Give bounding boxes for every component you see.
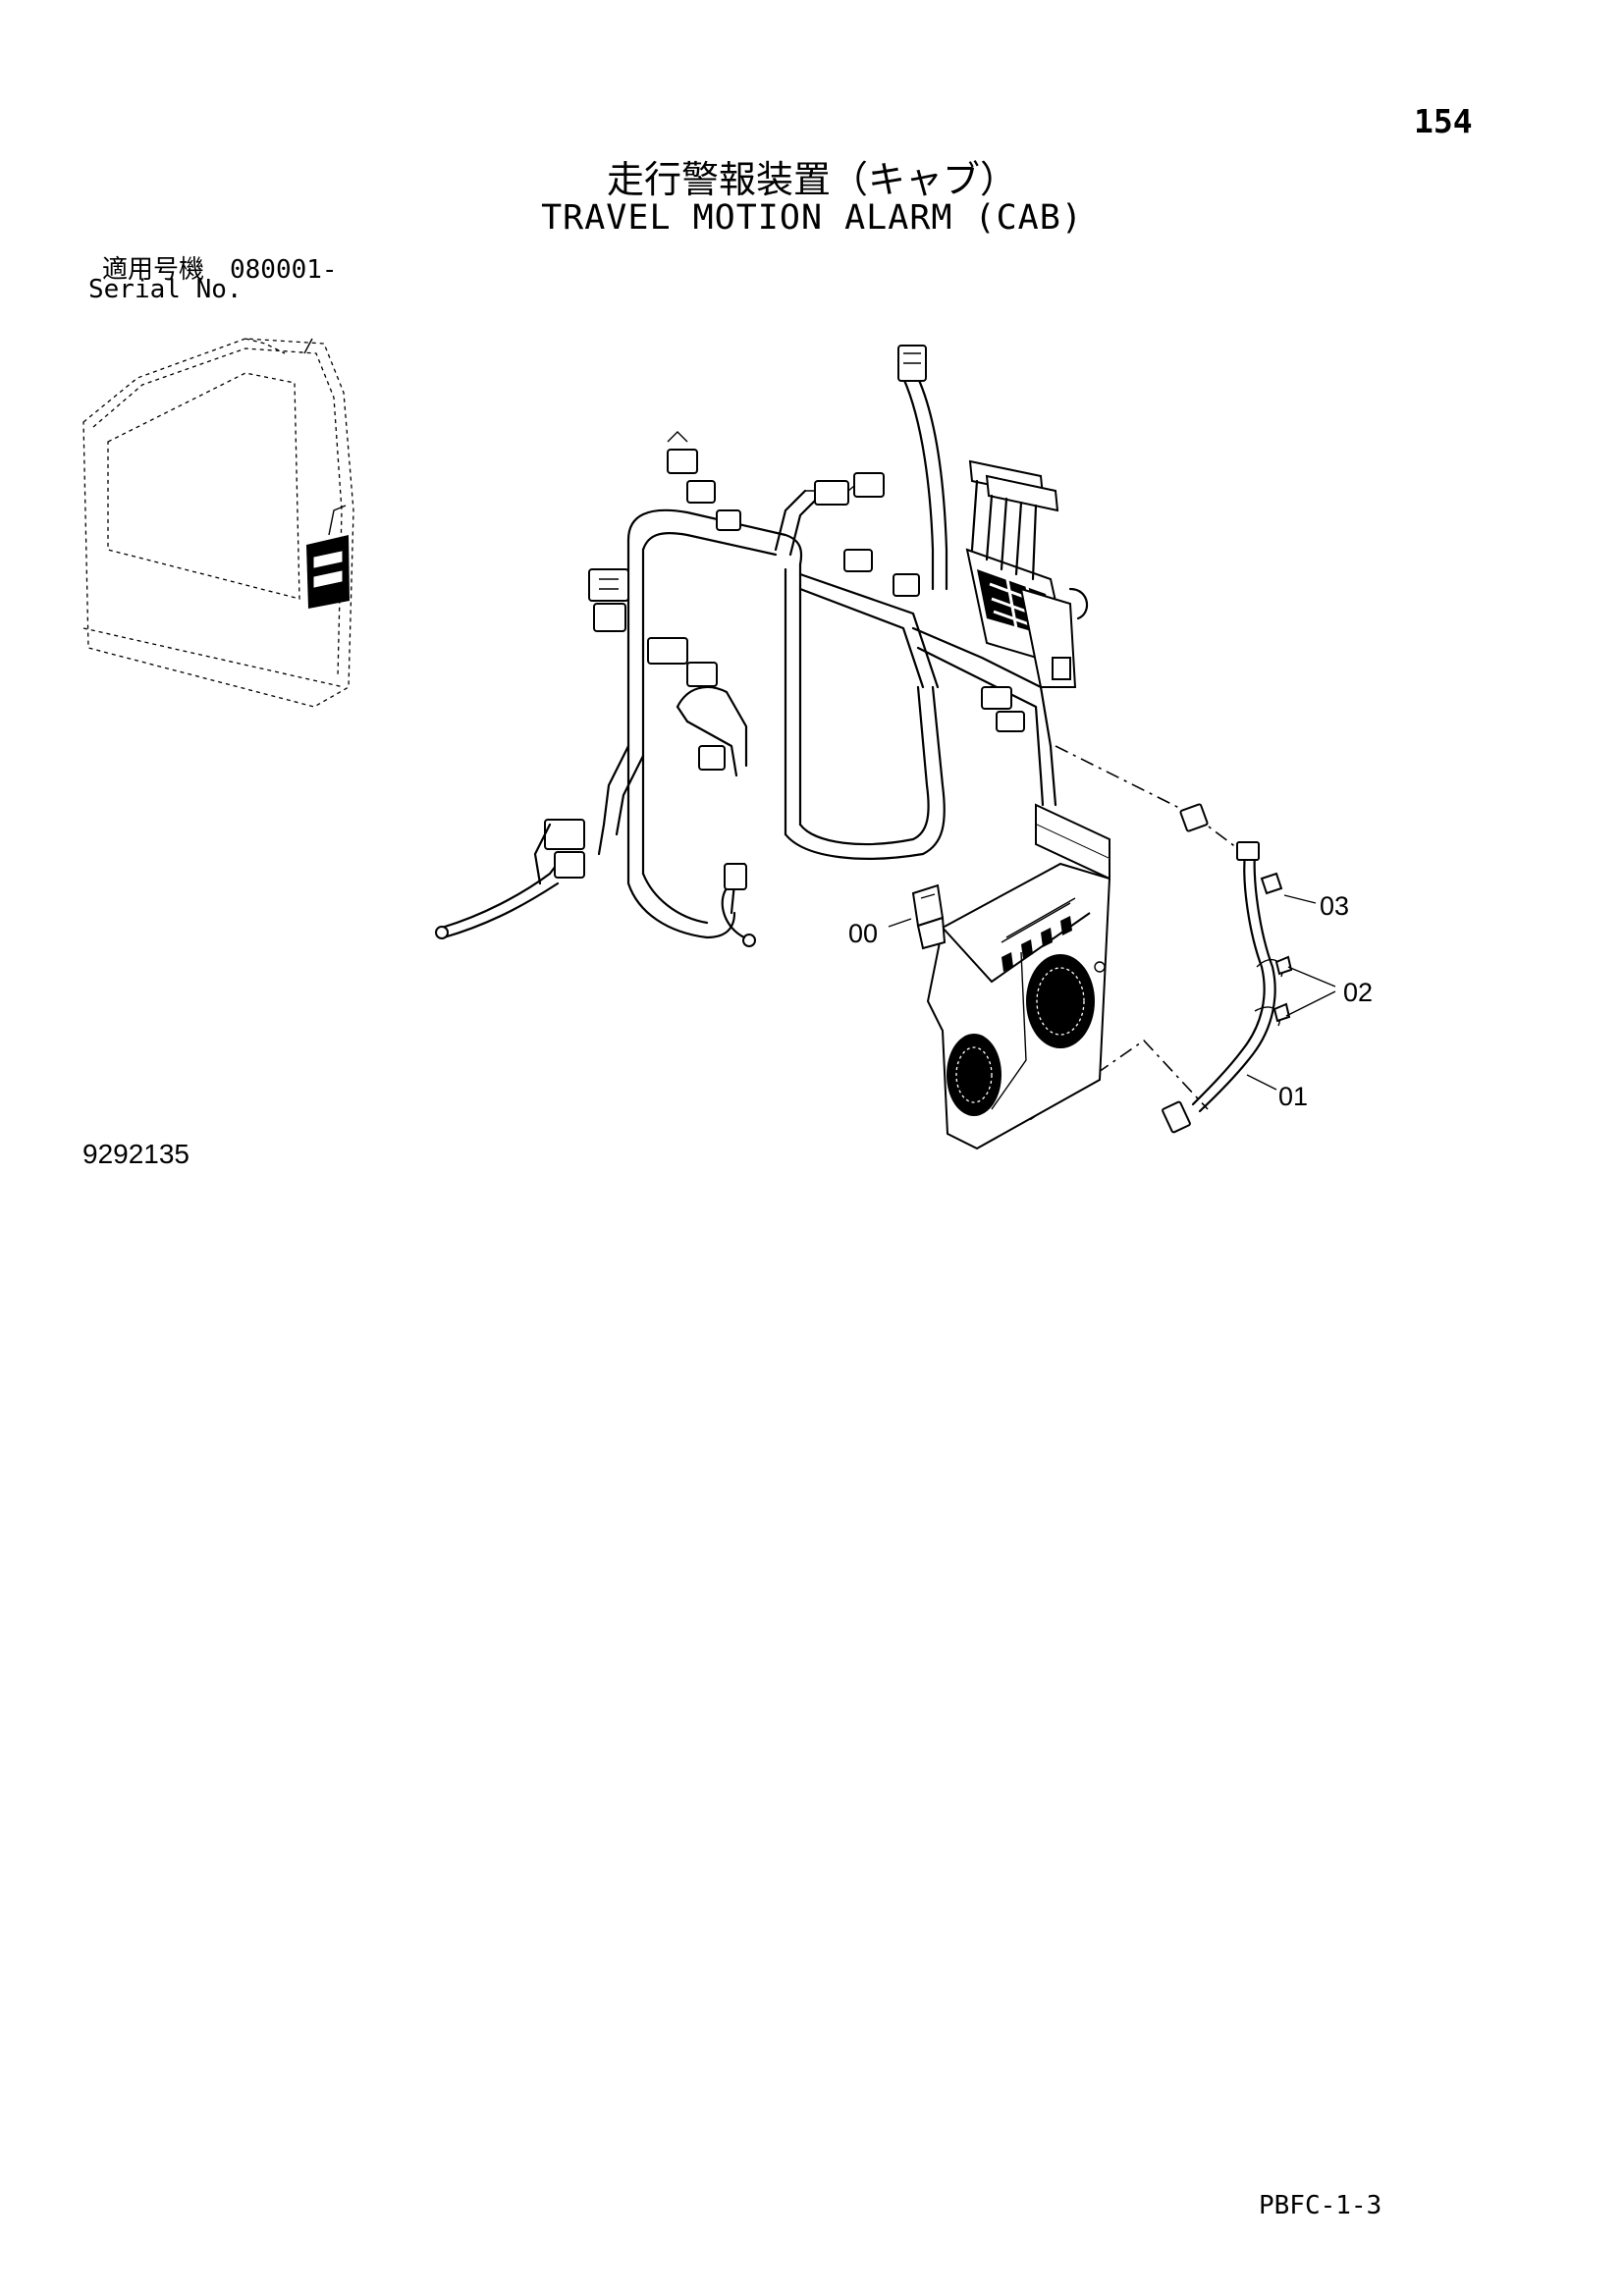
serial-label-english: Serial No. [88,275,243,304]
callout-00: 00 [848,919,879,948]
alarm-harness [1162,803,1336,1134]
page-number: 154 [1414,102,1473,140]
callout-03: 03 [1320,891,1350,921]
main-wire-harness [435,376,1057,947]
relay-block [965,459,1088,688]
callout-01: 01 [1278,1082,1309,1111]
callout-02: 02 [1343,978,1374,1007]
serial-label-japanese: 適用号機 080001- [102,255,338,285]
cab-inset-illustration [82,338,354,708]
title-japanese: 走行警報装置（キャブ） [606,158,1017,201]
drawing-number: 9292135 [82,1139,190,1169]
title-english: TRAVEL MOTION ALARM (CAB) [541,198,1083,238]
part-00-switch [888,883,947,950]
harness-connectors [533,345,1025,890]
console-panel [926,803,1111,1150]
page-code: PBFC-1-3 [1259,2191,1382,2220]
